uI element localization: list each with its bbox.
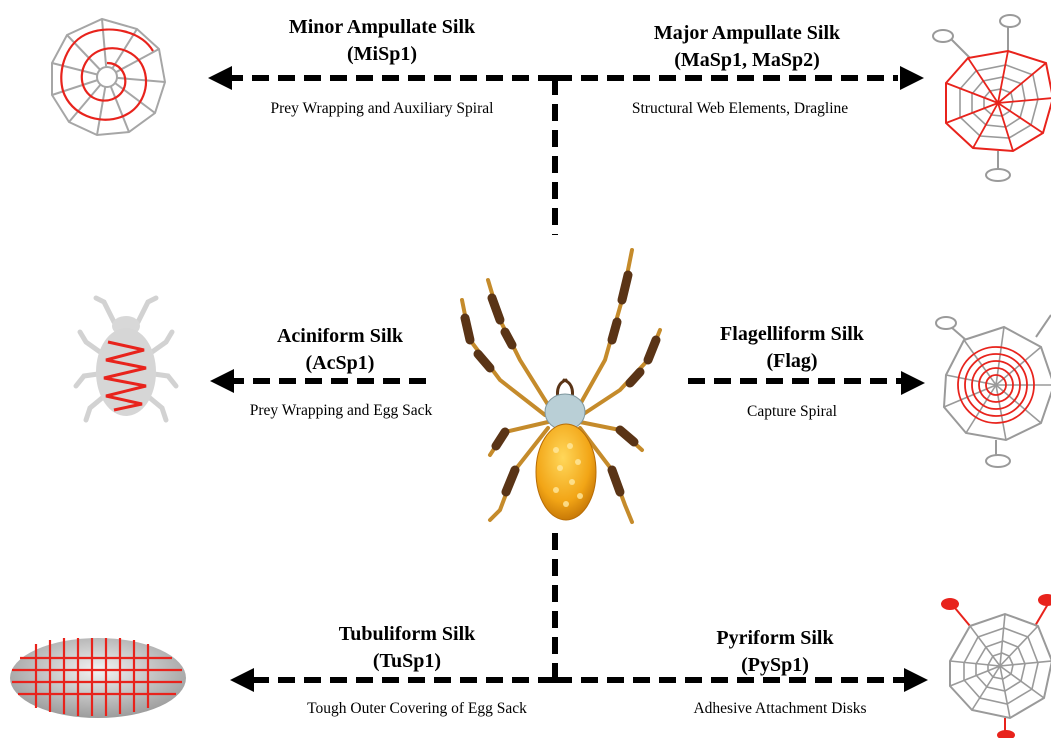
flagelliform-function: Capture Spiral <box>692 402 892 422</box>
minor-ampullate-protein: (MiSp1) <box>262 41 502 68</box>
arrow-head-tubuliform <box>230 668 254 692</box>
tubuliform-title: Tubuliform Silk (TuSp1) <box>312 621 502 675</box>
arrow-head-flagelliform <box>901 371 925 395</box>
minor-ampullate-title: Minor Ampullate Silk (MiSp1) <box>262 14 502 68</box>
minor-ampullate-web-icon <box>52 19 165 135</box>
pyriform-function: Adhesive Attachment Disks <box>650 699 910 719</box>
aciniform-title: Aciniform Silk (AcSp1) <box>240 323 440 377</box>
major-ampullate-web-icon <box>933 15 1051 181</box>
tubuliform-protein: (TuSp1) <box>312 648 502 675</box>
major-ampullate-name: Major Ampullate Silk <box>612 20 882 47</box>
tubuliform-name: Tubuliform Silk <box>312 621 502 648</box>
flagelliform-name: Flagelliform Silk <box>692 321 892 348</box>
major-ampullate-title: Major Ampullate Silk (MaSp1, MaSp2) <box>612 20 882 74</box>
pyriform-title: Pyriform Silk (PySp1) <box>680 625 870 679</box>
pyriform-name: Pyriform Silk <box>680 625 870 652</box>
pyriform-protein: (PySp1) <box>680 652 870 679</box>
aciniform-function: Prey Wrapping and Egg Sack <box>206 401 476 421</box>
minor-ampullate-function: Prey Wrapping and Auxiliary Spiral <box>232 99 532 119</box>
spider-illustration <box>462 250 660 522</box>
attachment-disk-web-icon <box>941 594 1051 738</box>
arrow-head-aciniform <box>210 369 234 393</box>
arrow-head-minor-ampullate <box>208 66 232 90</box>
wrapped-insect-icon <box>76 298 176 420</box>
aciniform-name: Aciniform Silk <box>240 323 440 350</box>
minor-ampullate-name: Minor Ampullate Silk <box>262 14 502 41</box>
arrow-head-major-ampullate <box>900 66 924 90</box>
capture-spiral-web-icon <box>936 315 1051 467</box>
tubuliform-function: Tough Outer Covering of Egg Sack <box>262 699 572 719</box>
flagelliform-title: Flagelliform Silk (Flag) <box>692 321 892 375</box>
aciniform-protein: (AcSp1) <box>240 350 440 377</box>
major-ampullate-function: Structural Web Elements, Dragline <box>590 99 890 119</box>
major-ampullate-protein: (MaSp1, MaSp2) <box>612 47 882 74</box>
flagelliform-protein: (Flag) <box>692 348 892 375</box>
egg-sack-icon <box>10 638 186 718</box>
arrow-head-pyriform <box>904 668 928 692</box>
